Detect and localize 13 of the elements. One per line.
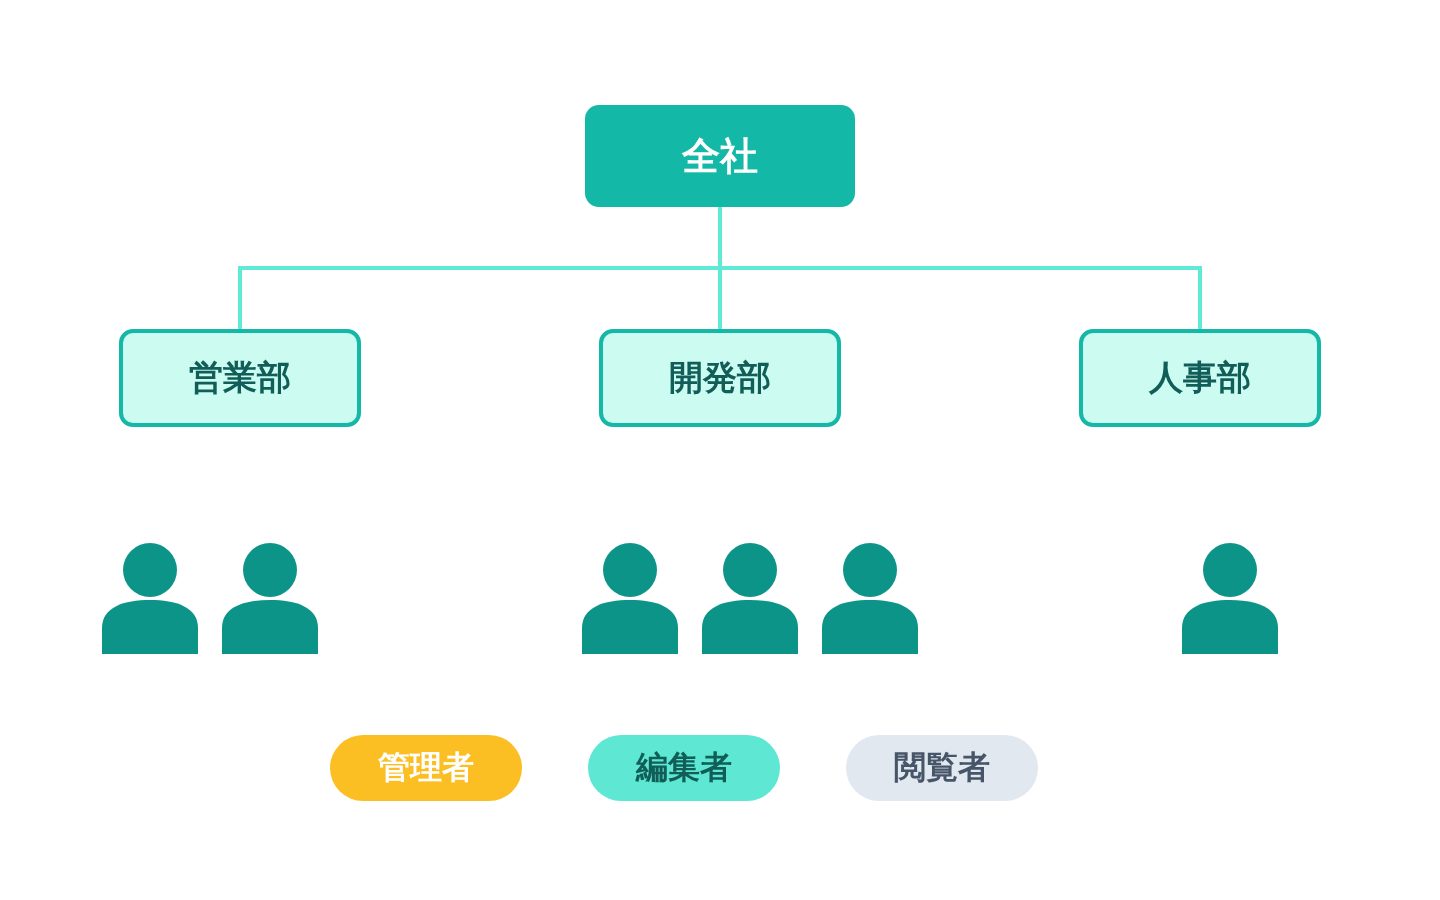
role-pill: 管理者 [330, 735, 522, 801]
role-pill: 閲覧者 [846, 735, 1038, 801]
department-box: 開発部 [599, 329, 841, 427]
role-pill: 編集者 [588, 735, 780, 801]
person-icon [822, 543, 918, 654]
department-box: 営業部 [119, 329, 361, 427]
person-icon [582, 543, 678, 654]
person-icon [102, 543, 198, 654]
person-icon [1182, 543, 1278, 654]
person-icon [702, 543, 798, 654]
company-box: 全社 [585, 105, 855, 207]
department-box: 人事部 [1079, 329, 1321, 427]
person-icon [222, 543, 318, 654]
